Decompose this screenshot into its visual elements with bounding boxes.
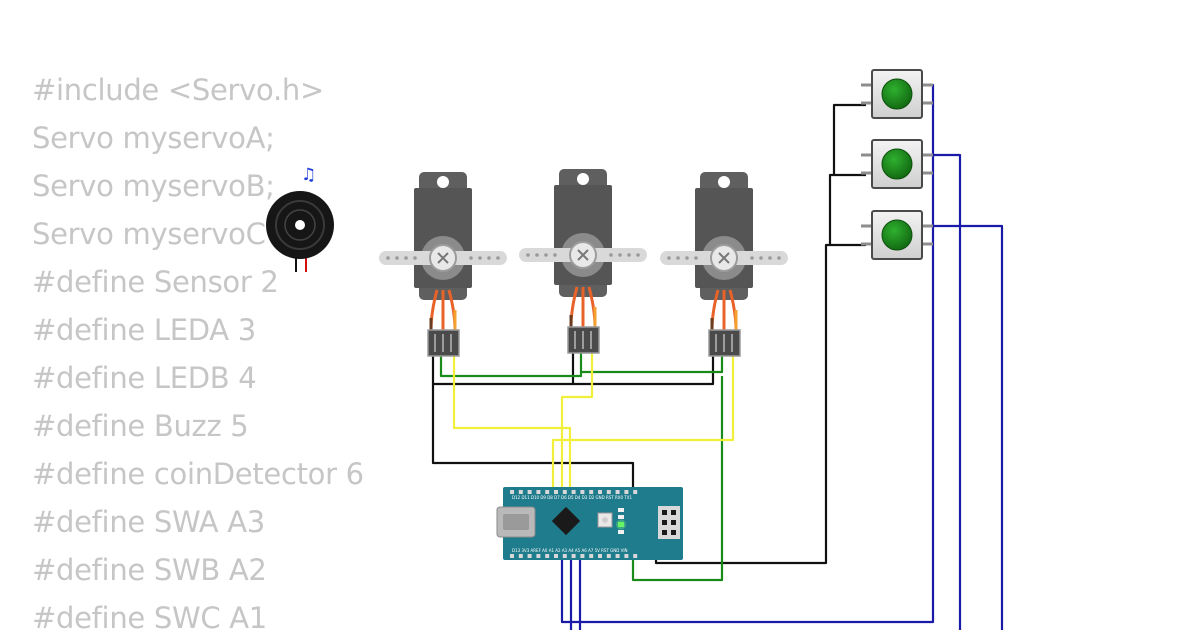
- header-pin: [571, 490, 576, 494]
- code-line: #define LEDB 4: [32, 361, 257, 395]
- led-icon: [618, 515, 624, 519]
- servo-mount-hole: [437, 176, 449, 188]
- header-pin: [545, 554, 550, 558]
- buzzer-hole: [295, 220, 305, 230]
- wire-yellow-servo-a: [452, 352, 572, 494]
- wire-blue-a-pins: [569, 556, 582, 630]
- code-line: #include <Servo.h>: [32, 73, 324, 107]
- header-pin: [615, 490, 620, 494]
- led-icon: [618, 530, 624, 534]
- header-pin: [606, 554, 611, 558]
- header-pin: [518, 554, 523, 558]
- header-pin: [571, 554, 576, 558]
- header-pin: [527, 490, 532, 494]
- servo-c[interactable]: [660, 172, 788, 357]
- header-pin: [606, 490, 611, 494]
- pin-labels-bottom: D13 3V3 AREF A0 A1 A2 A3 A4 A5 A6 A7 5V …: [512, 548, 628, 553]
- header-pin: [580, 490, 585, 494]
- push-button-1[interactable]: [861, 69, 933, 119]
- board-pcb: [503, 487, 683, 560]
- header-pin: [536, 554, 541, 558]
- header-pin: [527, 554, 532, 558]
- header-pin: [624, 554, 629, 558]
- led-icon: [618, 508, 624, 512]
- pin-labels-top: D12 D11 D10 D9 D8 D7 D6 D5 D4 D3 D2 GND …: [512, 495, 632, 500]
- wire-yellow-servo-c: [551, 352, 735, 494]
- code-line: #define coinDetector 6: [32, 457, 364, 491]
- wire-black-buttons: [654, 103, 866, 565]
- wire-blue-swb: [924, 153, 962, 630]
- code-line: #define LEDA 3: [32, 313, 256, 347]
- code-line: Servo myservoC: [32, 217, 266, 251]
- servo-mount-hole: [577, 173, 589, 185]
- button-cap[interactable]: [881, 219, 913, 251]
- wire-blue-swc: [924, 224, 1004, 630]
- wire-green-vin: [631, 376, 724, 582]
- header-pin: [510, 490, 514, 494]
- buzzer[interactable]: ♫: [266, 165, 334, 272]
- code-line: #define Sensor 2: [32, 265, 279, 299]
- code-line: #define SWC A1: [32, 601, 267, 635]
- code-line: #define Buzz 5: [32, 409, 249, 443]
- icsp-header: [658, 506, 680, 539]
- servo-b[interactable]: [519, 169, 647, 354]
- header-pin: [536, 490, 541, 494]
- header-pin: [554, 490, 558, 494]
- header-pin: [598, 554, 602, 558]
- header-pin: [589, 490, 594, 494]
- wire-yellow-servo-b: [560, 352, 594, 494]
- code-overlay: #include <Servo.h> Servo myservoA; Servo…: [32, 66, 364, 642]
- header-pin: [598, 490, 602, 494]
- code-line: #define SWB A2: [32, 553, 267, 587]
- microcontroller-chip: [551, 506, 581, 536]
- header-pin: [633, 490, 638, 494]
- header-pin: [510, 554, 514, 558]
- header-pin: [562, 490, 567, 494]
- power-led-icon: [618, 522, 624, 527]
- wire-black-gnd: [431, 352, 635, 494]
- pin-header-bottom: [510, 554, 638, 558]
- music-note-icon: ♫: [301, 165, 316, 185]
- header-pin: [624, 490, 629, 494]
- wire-black-servo-bus: [433, 352, 715, 386]
- servo-mount-hole: [718, 176, 730, 188]
- code-line: Servo myservoA;: [32, 121, 275, 155]
- header-pin: [518, 490, 523, 494]
- servo-a[interactable]: [379, 172, 507, 357]
- push-button-3[interactable]: [861, 210, 933, 260]
- arduino-nano[interactable]: D12 D11 D10 D9 D8 D7 D6 D5 D4 D3 D2 GND …: [496, 487, 683, 560]
- code-line: #define SWA A3: [32, 505, 265, 539]
- header-pin: [562, 554, 567, 558]
- header-pin: [580, 554, 585, 558]
- button-cap[interactable]: [881, 148, 913, 180]
- header-pin: [615, 554, 620, 558]
- wire-green-5v: [439, 352, 724, 378]
- header-pin: [633, 554, 638, 558]
- pin-header-top: [510, 490, 638, 494]
- header-pin: [554, 554, 558, 558]
- header-pin: [589, 554, 594, 558]
- header-pin: [545, 490, 550, 494]
- button-cap[interactable]: [881, 78, 913, 110]
- push-button-2[interactable]: [861, 139, 933, 189]
- code-line: Servo myservoB;: [32, 169, 275, 203]
